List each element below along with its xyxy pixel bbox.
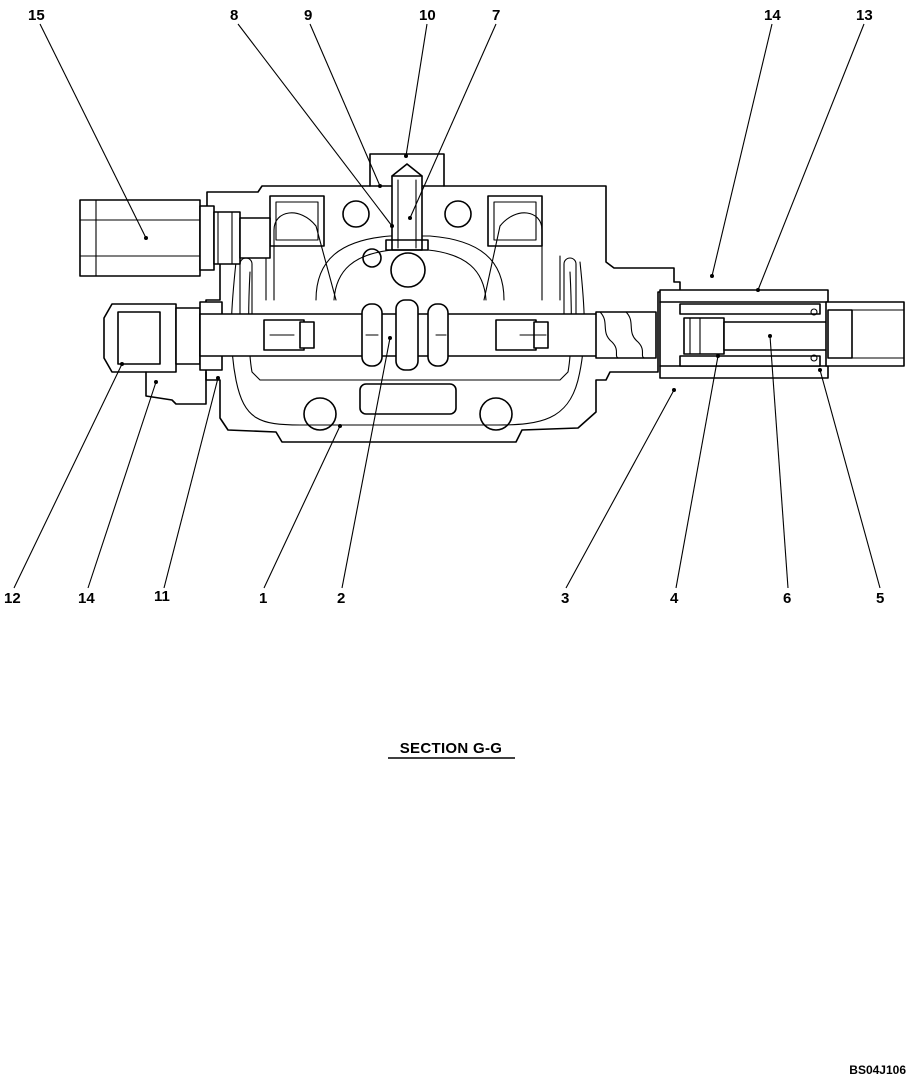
leader-3 [565, 389, 675, 589]
callout-12: 12 [4, 590, 21, 607]
leader-7 [409, 23, 497, 219]
leader-14-bottom [87, 381, 157, 589]
callout-5: 5 [876, 590, 884, 607]
callout-7: 7 [492, 7, 500, 24]
callout-15: 15 [28, 7, 45, 24]
callout-1: 1 [259, 590, 267, 607]
relief-plug [79, 199, 271, 277]
leader-13 [757, 23, 865, 291]
leader-lines [13, 23, 881, 589]
leader-1 [263, 425, 341, 589]
check-poppet-assembly [385, 163, 429, 251]
spool-cap [103, 301, 223, 405]
leader-8 [237, 23, 393, 227]
callout-3: 3 [561, 590, 569, 607]
leader-dots [120, 154, 822, 428]
callout-14-top: 14 [764, 7, 781, 24]
callout-10: 10 [419, 7, 436, 24]
leader-5 [819, 369, 881, 589]
leader-14-top [711, 23, 773, 277]
callout-4: 4 [670, 590, 679, 607]
section-title: SECTION G-G [388, 740, 515, 759]
leader-15 [39, 23, 147, 239]
leader-12 [13, 363, 123, 589]
spool [199, 299, 657, 371]
leader-11 [163, 377, 219, 589]
callout-11: 11 [154, 588, 170, 605]
callout-labels: 15 8 9 10 7 14 13 12 14 11 1 2 3 4 6 5 [4, 7, 884, 607]
leader-4 [675, 355, 719, 589]
callout-8: 8 [230, 7, 238, 24]
section-title-text: SECTION G-G [400, 740, 502, 757]
spring-housing [659, 289, 905, 379]
callout-2: 2 [337, 590, 345, 607]
leader-10 [405, 23, 428, 157]
callout-14-bottom: 14 [78, 590, 95, 607]
callout-9: 9 [304, 7, 312, 24]
valve-body [205, 153, 681, 443]
leader-9 [309, 23, 381, 187]
drawing-code: BS04J106 [849, 1063, 906, 1077]
leader-2 [341, 337, 391, 589]
leader-6 [769, 335, 789, 589]
callout-6: 6 [783, 590, 791, 607]
callout-13: 13 [856, 7, 873, 24]
